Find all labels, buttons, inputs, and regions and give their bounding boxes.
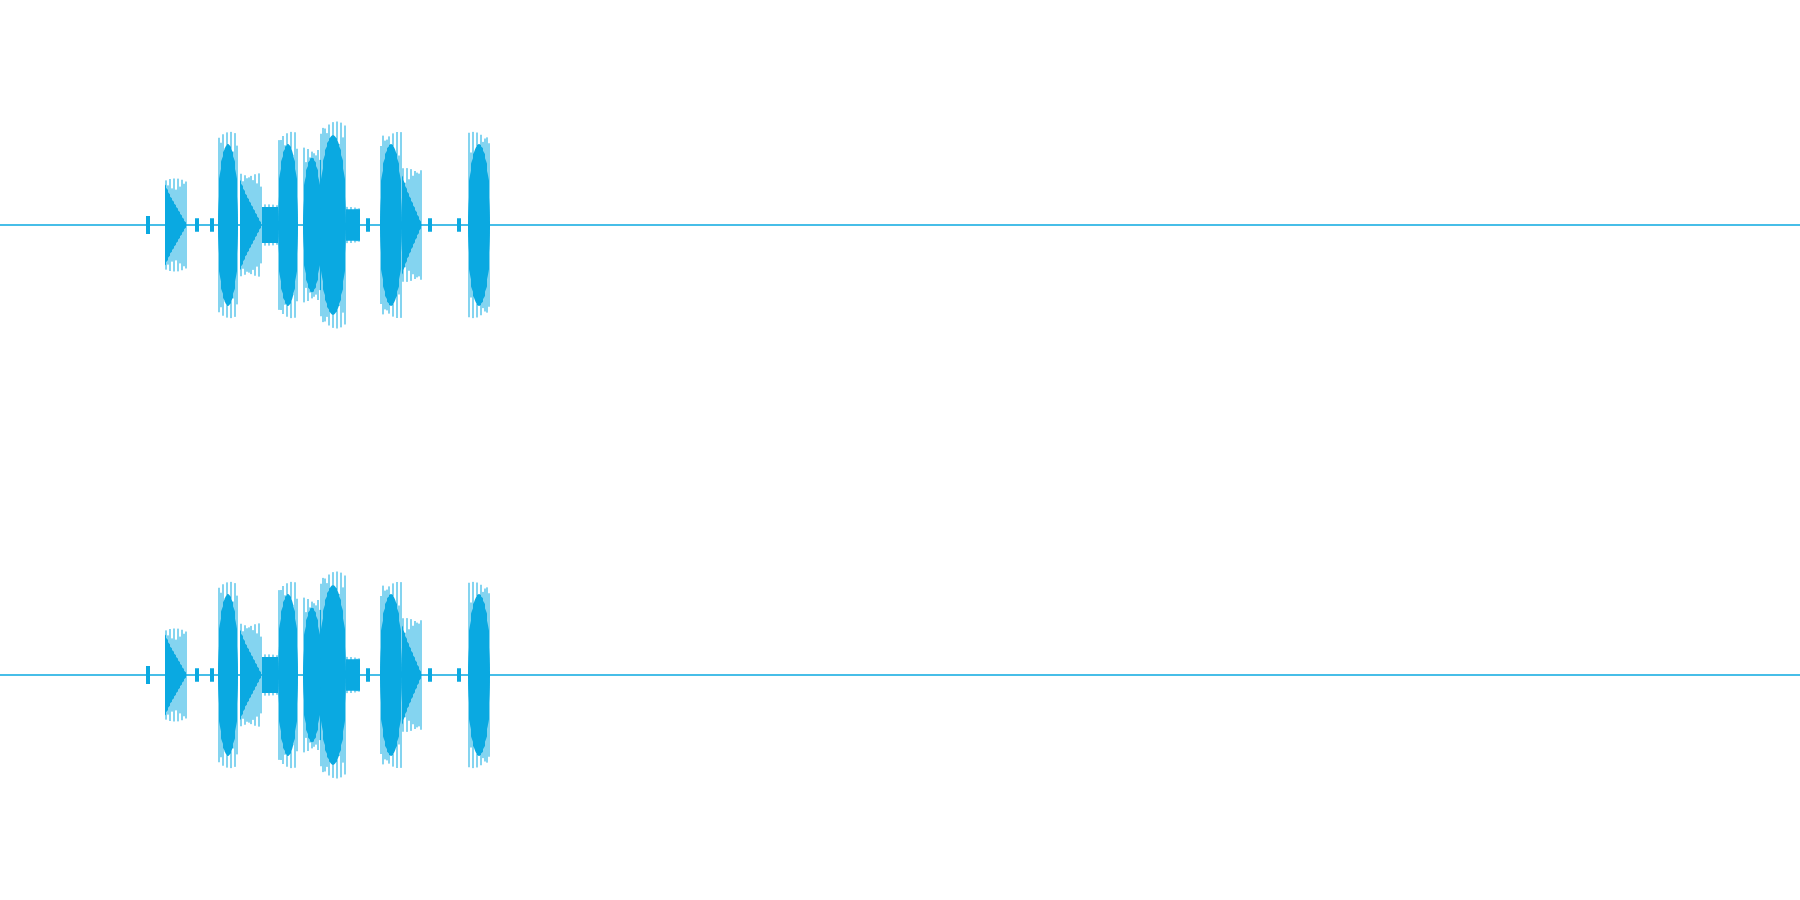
waveform-burst <box>428 668 432 682</box>
waveform-channel-1[interactable] <box>0 0 1800 450</box>
waveform-burst <box>428 218 432 232</box>
waveform-burst <box>262 657 278 693</box>
waveform-burst <box>195 218 199 232</box>
waveform-burst <box>366 668 370 682</box>
waveform-burst <box>210 668 214 682</box>
waveform-burst <box>146 666 150 684</box>
waveform-burst <box>195 668 199 682</box>
waveform-channel-2-graph <box>0 571 1800 779</box>
waveform-burst <box>210 218 214 232</box>
waveform-channel-2[interactable] <box>0 450 1800 900</box>
waveform-channel-1-graph <box>0 121 1800 329</box>
waveform-burst <box>457 218 461 232</box>
waveform-burst <box>262 207 278 243</box>
waveform-burst <box>146 216 150 234</box>
waveform-burst <box>366 218 370 232</box>
waveform-burst <box>457 668 461 682</box>
